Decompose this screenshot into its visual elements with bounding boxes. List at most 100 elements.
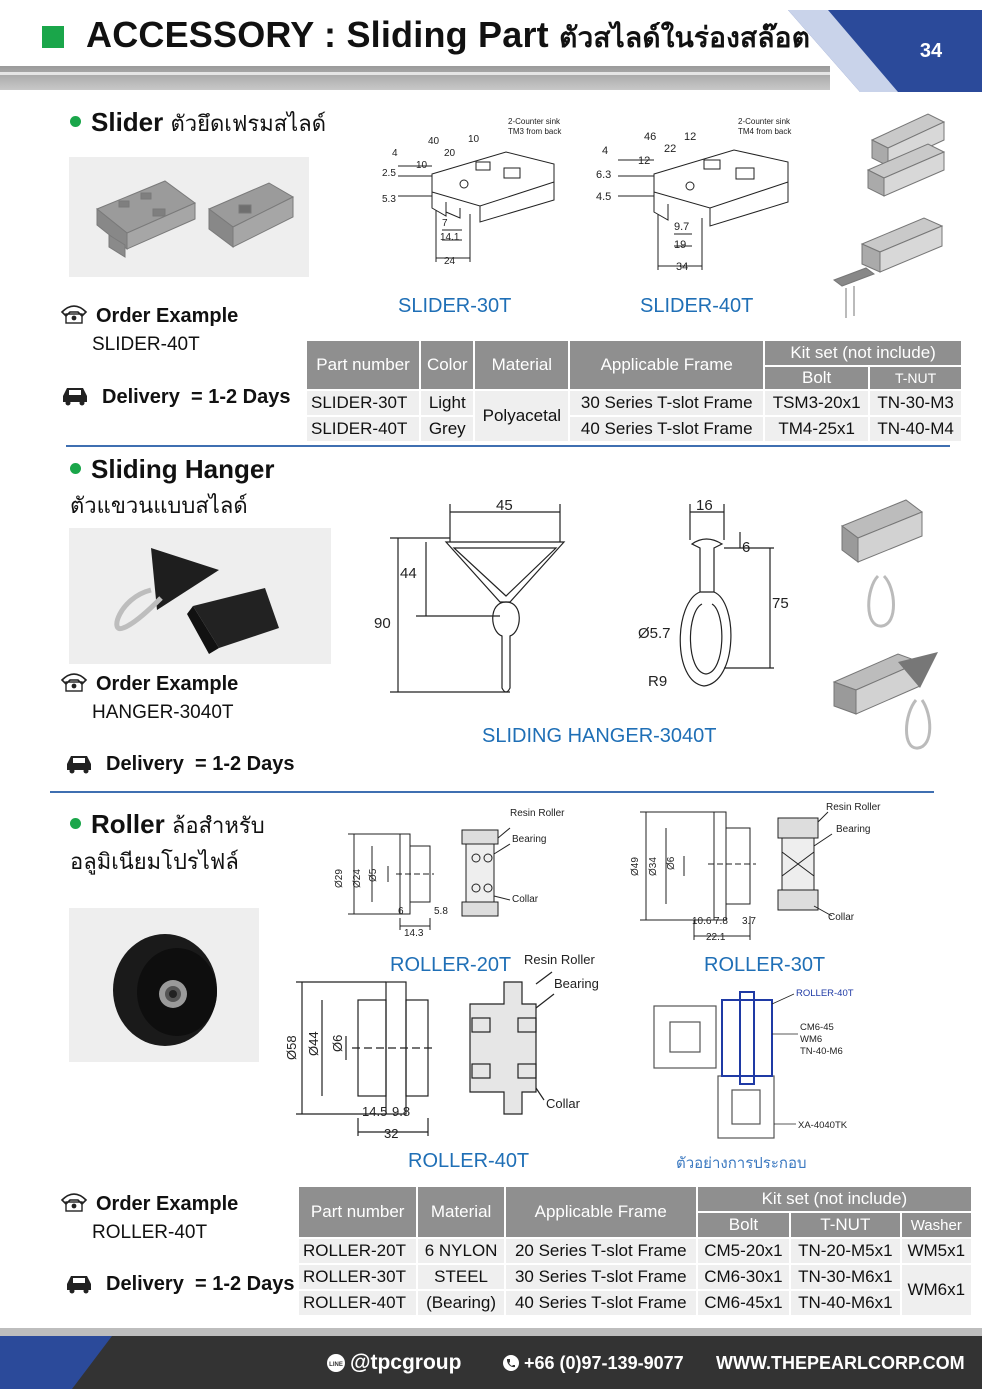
roller-order-label: Order Example	[96, 1193, 239, 1215]
footer-website-link[interactable]: WWW.THEPEARLCORP.COM	[716, 1353, 965, 1373]
svg-text:90: 90	[374, 615, 391, 632]
table-row: SLIDER-40T Grey 40 Series T-slot Frame T…	[304, 415, 963, 443]
col-header: Bolt	[763, 365, 871, 391]
page-number-tab	[788, 10, 982, 92]
svg-text:20: 20	[444, 148, 456, 159]
footer-phone[interactable]: +66 (0)97-139-9077	[524, 1353, 684, 1373]
roller-assembly-drawing: ROLLER-40T CM6-45 WM6 TN-40-M6 XA-4040TK	[653, 988, 854, 1139]
slider-40t-drawing: 46 22 12 12 4 6.3 4.5 9.7 19 34 2-Counte…	[596, 117, 792, 273]
footer-corner-accent	[0, 1336, 112, 1389]
slider-30t-caption: SLIDER-30T	[398, 295, 512, 317]
svg-text:4.5: 4.5	[596, 191, 611, 203]
svg-text:6: 6	[398, 906, 404, 917]
bullet-icon	[70, 115, 81, 127]
svg-text:46: 46	[644, 131, 656, 143]
svg-text:32: 32	[384, 1126, 398, 1141]
svg-text:14.1: 14.1	[440, 232, 460, 243]
slider-order-value: SLIDER-40T	[92, 334, 200, 355]
col-header: Kit set (not include)	[695, 1185, 974, 1213]
svg-text:44: 44	[400, 565, 417, 582]
svg-text:6: 6	[742, 539, 750, 556]
svg-text:9.8: 9.8	[392, 1104, 410, 1119]
telephone-icon	[60, 673, 88, 692]
hanger-photo	[69, 528, 331, 664]
svg-text:10: 10	[468, 134, 480, 145]
col-header: Applicable Frame	[568, 339, 766, 391]
svg-text:R9: R9	[648, 673, 667, 690]
roller-30t-caption: ROLLER-30T	[704, 954, 826, 976]
svg-text:34: 34	[676, 261, 688, 273]
section-divider	[50, 791, 934, 793]
telephone-icon	[60, 1193, 88, 1212]
svg-text:TM4 from back: TM4 from back	[738, 127, 792, 136]
col-header: Part number	[296, 1185, 419, 1239]
svg-text:Collar: Collar	[512, 894, 539, 905]
svg-text:XA-4040TK: XA-4040TK	[798, 1120, 848, 1131]
slider-order-label: Order Example	[96, 305, 239, 327]
page-number: 34	[919, 40, 943, 62]
svg-text:Ø34: Ø34	[648, 857, 659, 876]
svg-text:6.3: 6.3	[596, 169, 611, 181]
col-header: Applicable Frame	[503, 1185, 698, 1239]
bullet-icon	[70, 817, 81, 829]
header-bar-highlight	[0, 72, 830, 75]
svg-text:Bearing: Bearing	[836, 824, 870, 835]
hanger-heading: Sliding Hanger	[70, 454, 274, 485]
header-bar	[0, 66, 830, 90]
hanger-application-illustration	[832, 499, 938, 750]
roller-20t-drawing: Ø29 Ø24 Ø5 6 5.8 14.3 Resin Roller Beari…	[334, 808, 565, 939]
svg-text:Ø24: Ø24	[352, 869, 363, 888]
washer-merged-cell: WM6x1	[899, 1263, 974, 1317]
roller-order-value: ROLLER-40T	[92, 1222, 208, 1243]
section-divider	[66, 445, 950, 447]
svg-text:Ø29: Ø29	[334, 869, 345, 888]
svg-text:45: 45	[496, 497, 513, 514]
svg-text:Collar: Collar	[546, 1096, 581, 1111]
col-header: Material	[473, 339, 571, 391]
roller-delivery: Delivery = 1-2 Days	[106, 1273, 295, 1295]
svg-text:Collar: Collar	[828, 912, 855, 923]
svg-text:Resin Roller: Resin Roller	[510, 808, 565, 819]
table-row: SLIDER-30T Light Polyacetal 30 Series T-…	[304, 389, 963, 443]
svg-text:16: 16	[696, 497, 713, 514]
svg-text:40: 40	[428, 136, 440, 147]
hanger-caption: SLIDING HANGER-3040T	[482, 725, 717, 747]
svg-text:TN-40-M6: TN-40-M6	[800, 1046, 843, 1057]
svg-text:ROLLER-40T: ROLLER-40T	[796, 988, 854, 999]
hanger-delivery: Delivery = 1-2 Days	[106, 753, 295, 775]
telephone-icon	[60, 305, 88, 324]
svg-text:Ø49: Ø49	[630, 857, 641, 876]
car-icon	[63, 388, 87, 406]
slider-40t-caption: SLIDER-40T	[640, 295, 754, 317]
svg-text:Resin Roller: Resin Roller	[826, 802, 881, 813]
svg-text:4: 4	[602, 145, 608, 157]
svg-text:Ø5.7: Ø5.7	[638, 625, 671, 642]
bullet-icon	[70, 462, 81, 474]
svg-text:9.7: 9.7	[674, 221, 689, 233]
roller-photo	[69, 908, 259, 1062]
svg-text:19: 19	[674, 239, 686, 251]
footer-bar	[0, 1336, 982, 1389]
svg-text:14.3: 14.3	[404, 928, 424, 939]
car-icon	[67, 1276, 91, 1294]
svg-text:WM6: WM6	[800, 1034, 822, 1045]
roller-heading-thai: อลูมิเนียมโปรไฟล์	[70, 849, 239, 874]
col-header: Material	[416, 1185, 506, 1239]
roller-heading: Roller ล้อสำหรับ	[70, 808, 265, 843]
col-header: T-NUT	[868, 365, 963, 391]
material-cell: Polyacetal	[473, 389, 571, 443]
svg-text:CM6-45: CM6-45	[800, 1022, 834, 1033]
svg-text:LINE: LINE	[329, 1362, 343, 1368]
svg-text:TM3 from back: TM3 from back	[508, 127, 562, 136]
table-row: ROLLER-20T 6 NYLON 20 Series T-slot Fram…	[296, 1237, 974, 1265]
svg-text:2-Counter sink: 2-Counter sink	[508, 117, 561, 126]
slider-heading: Slider ตัวยึดเฟรมสไลด์	[70, 106, 326, 141]
page-title: ACCESSORY : Sliding Part ตัวสไลด์ในร่องส…	[86, 14, 811, 55]
footer-social-handle[interactable]: @tpcgroup	[350, 1351, 462, 1374]
svg-text:14.5: 14.5	[362, 1104, 387, 1119]
line-app-icon: LINE	[327, 1354, 345, 1372]
svg-text:Resin Roller: Resin Roller	[524, 952, 595, 967]
svg-text:24: 24	[444, 256, 456, 267]
slider-application-illustration	[832, 113, 946, 318]
slider-spec-table: Part number Color Material Applicable Fr…	[304, 339, 963, 443]
